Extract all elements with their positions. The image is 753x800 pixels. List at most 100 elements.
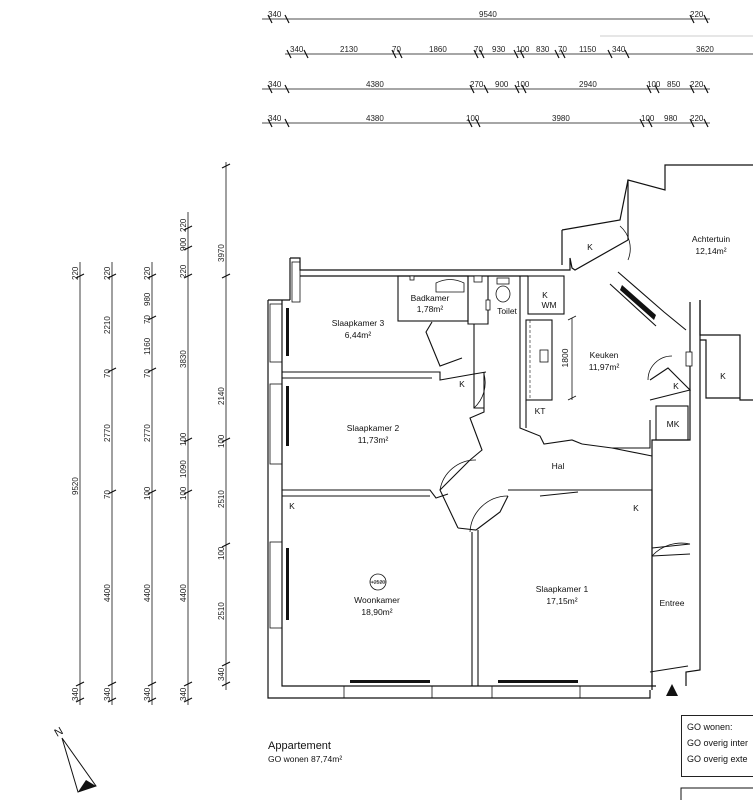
dim-left-4: 1090	[179, 460, 188, 478]
dim-top-4: 4380	[366, 114, 384, 123]
dim-left-3: 70	[143, 369, 152, 378]
toilet-label: Toilet	[497, 306, 517, 316]
dim-top-4: 100	[466, 114, 480, 123]
dim-top-2: 70	[474, 45, 483, 54]
k-label: K	[587, 242, 593, 252]
dim-left-5: 3970	[217, 244, 226, 262]
entrance-arrow-icon	[666, 684, 678, 696]
dim-top-3: 100	[516, 80, 530, 89]
entree-label: Entree	[659, 598, 684, 608]
door-arcs	[439, 225, 691, 557]
dim-top-1-c: 220	[690, 10, 704, 19]
slaapkamer1-area: 17,15m²	[546, 596, 577, 606]
k-label: K	[542, 290, 548, 300]
dim-left-2: 70	[103, 490, 112, 499]
left-dimensions	[79, 162, 227, 705]
legend-row: GO wonen:	[687, 722, 733, 732]
achtertuin-name: Achtertuin	[692, 234, 731, 244]
keuken-name: Keuken	[590, 350, 619, 360]
window-frames	[269, 261, 581, 699]
windows	[286, 285, 656, 683]
dim-left-2: 4400	[103, 584, 112, 602]
k-label: K	[673, 381, 679, 391]
dim-top-3: 340	[268, 80, 282, 89]
dim-left-4: 220	[179, 264, 188, 278]
slaapkamer1-name: Slaapkamer 1	[536, 584, 589, 594]
dim-left-3: 220	[143, 266, 152, 280]
slaapkamer3-area: 6,44m²	[345, 330, 372, 340]
dim-left-2: 2770	[103, 424, 112, 442]
dim-left-1: 9520	[71, 477, 80, 495]
dim-top-4: 100	[641, 114, 655, 123]
dim-top-2: 100	[516, 45, 530, 54]
dim-left-3: 340	[143, 687, 152, 701]
keuken-area: 11,97m²	[589, 362, 620, 372]
interior-walls	[282, 271, 692, 686]
badkamer-area: 1,78m²	[417, 304, 444, 314]
dim-top-2: 1860	[429, 45, 447, 54]
dim-top-1-b: 9540	[479, 10, 497, 19]
walls	[267, 164, 753, 699]
dim-left-5: 2510	[217, 602, 226, 620]
badkamer-name: Badkamer	[411, 293, 450, 303]
top-dimensions	[262, 18, 753, 124]
legend-box: GO wonen: GO overig inter GO overig exte	[681, 715, 753, 777]
dim-left-4: 100	[179, 486, 188, 500]
dim-top-3: 2940	[579, 80, 597, 89]
legend-row: GO overig inter	[687, 738, 749, 748]
dim-left-3: 70	[143, 315, 152, 324]
bathtub-icon	[435, 279, 465, 293]
dim-left-5: 100	[217, 434, 226, 448]
slaapkamer2-name: Slaapkamer 2	[347, 423, 400, 433]
height-marker-label: +2520	[371, 580, 385, 586]
dim-left-2: 220	[103, 266, 112, 280]
dim-top-3: 4380	[366, 80, 384, 89]
achtertuin-area: 12,14m²	[695, 246, 726, 256]
kt-label: KT	[535, 406, 546, 416]
k-label: K	[289, 501, 295, 511]
dim-top-4: 340	[268, 114, 282, 123]
dim-left-2: 340	[103, 687, 112, 701]
kitchen-length-dim: 1800	[560, 348, 570, 367]
dim-top-1-a: 340	[268, 10, 282, 19]
k-label: K	[459, 379, 465, 389]
slaapkamer2-area: 11,73m²	[358, 435, 389, 445]
height-marker	[369, 573, 387, 591]
dim-left-3: 2770	[143, 424, 152, 442]
dim-top-2: 70	[392, 45, 401, 54]
dim-top-2: 930	[492, 45, 506, 54]
mk-label: MK	[667, 419, 680, 429]
dim-left-2: 2210	[103, 316, 112, 334]
dim-left-3: 1160	[143, 337, 152, 355]
dim-top-3: 900	[495, 80, 509, 89]
dim-left-4: 4400	[179, 584, 188, 602]
woonkamer-name: Woonkamer	[354, 595, 400, 605]
dim-left-4: 100	[179, 432, 188, 446]
dim-left-3: 980	[143, 292, 152, 306]
north-arrow-icon	[61, 737, 97, 793]
k-label: K	[633, 503, 639, 513]
dim-top-2: 830	[536, 45, 550, 54]
dim-top-2: 340	[290, 45, 304, 54]
sink-icon	[539, 349, 549, 363]
dim-left-1: 340	[71, 687, 80, 701]
dim-top-2: 2130	[340, 45, 358, 54]
dim-left-3: 4400	[143, 584, 152, 602]
wm-label: WM	[541, 300, 556, 310]
dim-top-2: 3620	[696, 45, 714, 54]
dim-left-3: 100	[143, 486, 152, 500]
dim-left-2: 70	[103, 369, 112, 378]
toilet-icon	[495, 285, 511, 303]
legend-row: GO overig exte	[687, 754, 748, 764]
k-label: K	[720, 371, 726, 381]
dim-left-5: 100	[217, 546, 226, 560]
dim-top-4: 980	[664, 114, 678, 123]
dim-left-4: 220	[179, 218, 188, 232]
dim-top-3: 850	[667, 80, 681, 89]
north-letter: N	[53, 725, 66, 739]
dim-top-2: 70	[558, 45, 567, 54]
caption-title: Appartement	[268, 740, 331, 752]
caption-subtitle: GO wonen 87,74m²	[268, 754, 342, 764]
fixtures	[409, 275, 693, 367]
